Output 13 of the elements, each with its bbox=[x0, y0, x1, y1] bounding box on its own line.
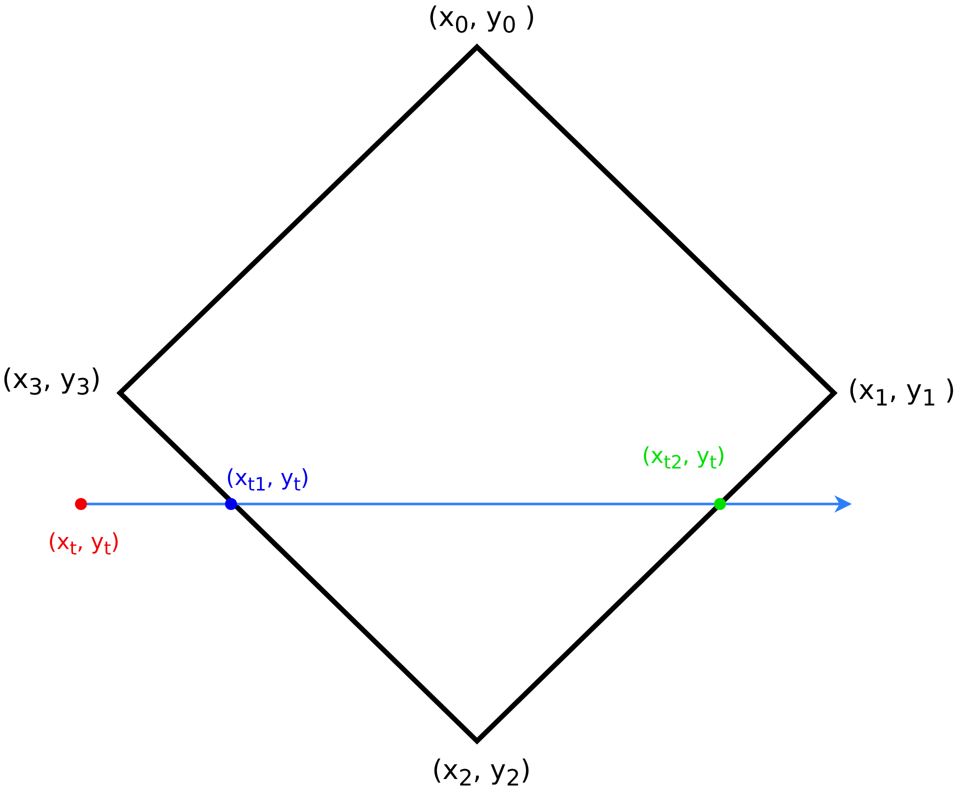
vertex-label: (x$_{0}$, y$_{0}$ ) bbox=[428, 4, 536, 37]
ray-line bbox=[87, 502, 225, 506]
point-label: (x$_{t1}$, y$_{t}$) bbox=[226, 468, 310, 495]
ray-line bbox=[726, 495, 852, 513]
vertex-label: (x$_{3}$, y$_{3}$) bbox=[2, 366, 101, 399]
point-marker bbox=[75, 498, 87, 510]
point-label: (x$_{t}$, y$_{t}$) bbox=[48, 532, 120, 559]
point-marker bbox=[225, 498, 237, 510]
point-label: (x$_{t2}$, y$_{t}$) bbox=[642, 446, 726, 473]
vertex-label: (x$_{2}$, y$_{2}$) bbox=[432, 757, 531, 790]
ray-line bbox=[237, 502, 714, 506]
vertex-label: (x$_{1}$, y$_{1}$ ) bbox=[848, 377, 956, 410]
point-marker bbox=[714, 498, 726, 510]
